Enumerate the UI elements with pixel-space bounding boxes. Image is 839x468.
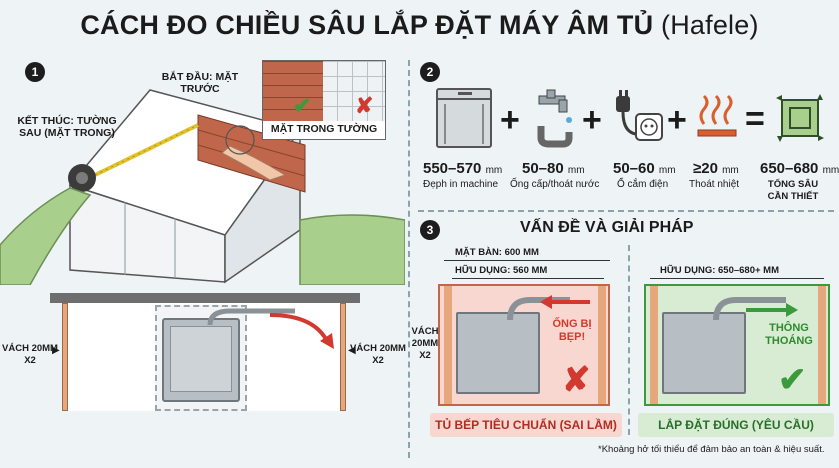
- left-wall-section: [62, 303, 68, 411]
- wrong-left-wall: [444, 286, 452, 404]
- right-right-wall: [818, 286, 826, 404]
- right-left-wall: [650, 286, 658, 404]
- value-total: 650–680 mm: [760, 160, 839, 177]
- wrong-warning: ỐNG BỊ BẸP!: [552, 318, 592, 343]
- title-brand: (Hafele): [661, 10, 759, 40]
- value-machine: 550–570 mm: [423, 160, 502, 177]
- value-socket-number: 50–60: [613, 160, 655, 177]
- right-usable-dim-line: [650, 278, 824, 279]
- right-check-icon: ✔: [778, 361, 807, 399]
- step3-heading: VẤN ĐỀ VÀ GIẢI PHÁP: [520, 219, 694, 236]
- dishwasher-door: [170, 326, 232, 392]
- wrong-dishwasher: [456, 312, 540, 394]
- value-socket: 50–60 mm: [613, 160, 676, 177]
- right-cabinet-panel: THÔNG THOÁNG ✔: [644, 284, 830, 406]
- inset-caption: MẶT TRONG TƯỜNG: [270, 123, 378, 135]
- plug-socket-icon: [616, 90, 663, 141]
- plus-operator-3: +: [667, 101, 687, 139]
- section-divider-vertical: [408, 60, 410, 458]
- plus-operator-2: +: [582, 101, 602, 139]
- plus-operator-1: +: [500, 101, 520, 139]
- check-icon: ✔: [293, 93, 312, 118]
- value-heat-number: ≥20: [693, 160, 718, 177]
- wrong-right-wall: [598, 286, 606, 404]
- cross-icon: ✘: [355, 93, 374, 118]
- section-divider-horizontal: [418, 210, 834, 212]
- wrong-cabinet-panel: ỐNG BỊ BẸP! ✘: [438, 284, 610, 406]
- value-pipes: 50–80 mm: [522, 160, 585, 177]
- right-clearance-note: THÔNG THOÁNG: [765, 322, 813, 347]
- wrong-squeezed-pipe: [507, 295, 590, 321]
- value-heat: ≥20 mm: [693, 160, 739, 177]
- tile-wall-inset: [323, 61, 385, 121]
- title-main: CÁCH ĐO CHIỀU SÂU LẮP ĐẶT MÁY ÂM TỦ: [80, 10, 654, 40]
- dishwasher-icon: [436, 88, 492, 148]
- right-free-pipe: [713, 297, 798, 321]
- caption-machine: Đẹph in machine: [423, 179, 499, 190]
- wrong-top-dim-line: [444, 260, 610, 261]
- inner-wall-inset: ✔ ✘ MẶT TRONG TƯỜNG: [262, 60, 386, 140]
- cabinet-measure-illustration: [0, 89, 405, 285]
- wrong-top-dimension: MẶT BÀN: 600 mm: [455, 247, 539, 258]
- end-point-label: KẾT THÚC: TƯỜNG SAU (MẶT TRONG): [17, 115, 117, 139]
- right-usable-dimension: HỮU DỤNG: 650–680+ mm: [660, 265, 780, 276]
- wrong-cross-icon: ✘: [562, 361, 591, 399]
- right-wall-section: [340, 303, 346, 411]
- value-heat-unit: mm: [722, 165, 739, 176]
- right-caption: LẮP ĐẶT ĐÚNG (YÊU CẦU): [638, 413, 834, 437]
- step2-badge: 2: [420, 62, 440, 82]
- value-pipes-unit: mm: [567, 165, 585, 176]
- page-title: CÁCH ĐO CHIỀU SÂU LẮP ĐẶT MÁY ÂM TỦ (Haf…: [0, 10, 839, 41]
- value-pipes-number: 50–80: [522, 160, 564, 177]
- caption-pipes: Ống cấp/thoát nước: [510, 179, 600, 190]
- step3-badge: 3: [420, 220, 440, 240]
- brick-wall-inset: [263, 61, 323, 121]
- wrong-usable-dim-line: [452, 278, 604, 279]
- step1-badge: 1: [25, 62, 45, 82]
- value-total-number: 650–680: [760, 160, 819, 177]
- wrong-caption: TỦ BẾP TIÊU CHUẨN (SAI LẦM): [430, 413, 622, 437]
- footnote: *Khoảng hở tối thiểu để đảm bảo an toàn …: [598, 444, 825, 455]
- faucet-pipe-icon: [537, 89, 573, 148]
- pipe-arrow: [207, 308, 334, 349]
- wrong-usable-dimension: HỮU DỤNG: 560 mm: [455, 265, 548, 276]
- heat-icon: [697, 94, 737, 137]
- value-total-unit: mm: [822, 165, 839, 176]
- arrow-right-icon: ▶: [52, 345, 60, 356]
- arrow-left-icon: ◀: [348, 345, 356, 356]
- equals-operator: =: [745, 100, 765, 138]
- countertop-section: [50, 293, 360, 303]
- panel-divider: [628, 245, 630, 435]
- start-point-label: BẮT ĐẦU: MẶT TRƯỚC: [161, 71, 239, 95]
- caption-socket: Ổ cắm điện: [617, 179, 669, 190]
- caption-heat: Thoát nhiệt: [689, 179, 740, 190]
- value-machine-unit: mm: [485, 165, 503, 176]
- total-depth-icon: [776, 94, 824, 142]
- value-socket-unit: mm: [658, 165, 676, 176]
- caption-total: TỔNG SÂU CẦN THIẾT: [767, 179, 819, 202]
- right-dishwasher: [662, 312, 746, 394]
- value-machine-number: 550–570: [423, 160, 482, 177]
